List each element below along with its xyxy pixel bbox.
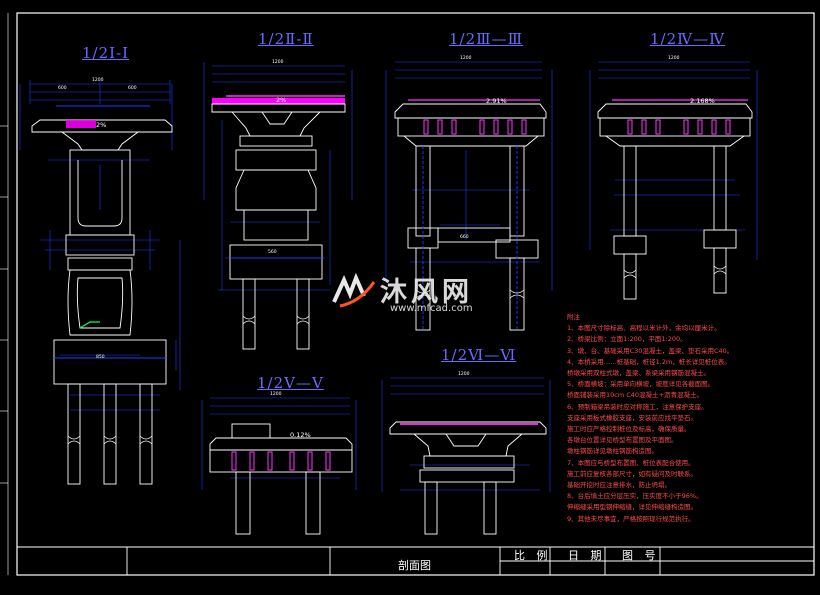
slope-label-s1: 2% (96, 121, 106, 129)
watermark-logo-icon (332, 272, 376, 307)
dimension-labels: 1200 600 600 1200 1200 1200 1200 1200 850 560 6… (58, 55, 680, 397)
section-5-drawing (201, 397, 357, 535)
section-2-drawing (203, 62, 353, 350)
slope-label-s3: 2.91% (486, 97, 507, 105)
svg-text:850: 850 (96, 354, 105, 360)
svg-text:660: 660 (460, 234, 469, 240)
section-title-1: 1/2Ⅰ-Ⅰ (82, 44, 130, 62)
margin-ticks (0, 13, 9, 575)
general-notes: 附注 1、本图尺寸除标高、高程以米计外，余均以厘米计。 2、桥梁比例：立面1:2… (567, 312, 813, 525)
drawing-name: 剖面图 (398, 559, 431, 572)
slope-label-s2: 2% (276, 96, 286, 104)
section-title-4: 1/2Ⅳ—Ⅳ (650, 30, 726, 48)
note-line: 6、预制箱梁吊装时应对称施工，注意保护支座。 (567, 402, 708, 411)
svg-text:1200: 1200 (92, 77, 104, 83)
watermark-text: 沐风网 (380, 277, 473, 308)
note-line: 2、桥梁比例：立面1:200，平面1:200。 (567, 335, 687, 344)
svg-text:1200: 1200 (460, 55, 472, 61)
note-line: 各墩台位置详见桥型布置图及平面图。 (567, 436, 678, 445)
watermark: 沐风网 www.mfcad.com (330, 270, 473, 314)
section-3-drawing (385, 61, 553, 331)
svg-text:600: 600 (58, 85, 67, 91)
svg-text:600: 600 (128, 85, 137, 91)
watermark-url: www.mfcad.com (390, 303, 473, 314)
section-title-3: 1/2Ⅲ—Ⅲ (449, 30, 524, 48)
section-title-5: 1/2Ⅴ—Ⅴ (257, 374, 324, 392)
note-line: 桥墩采用双柱式墩，盖梁、系梁采用钢筋混凝土。 (567, 369, 710, 378)
note-line: 3、墩、台、基础采用C30混凝土，盖梁、垫石采用C40。 (567, 346, 734, 355)
outer-frame (16, 12, 815, 576)
title-block (17, 546, 814, 575)
section-title-2: 1/2Ⅱ-Ⅱ (258, 30, 314, 48)
note-line: 施工时应严格控制桩位及标高，确保质量。 (567, 425, 691, 434)
slope-label-s5: 0.12% (290, 431, 311, 439)
note-line: 9、其他未尽事宜，严格按照现行规范执行。 (567, 514, 695, 523)
slope-label-s4: 2.168% (690, 97, 715, 105)
date-label: 日 期 (568, 549, 606, 562)
section-6-drawing (381, 377, 551, 535)
note-line: 基础开挖时应注意排水，防止坍塌。 (567, 481, 671, 490)
number-label: 图 号 (622, 549, 660, 562)
note-line: 8、台后填土应分层压实，压实度不小于96%。 (567, 492, 703, 501)
svg-text:1200: 1200 (668, 55, 680, 61)
svg-text:1200: 1200 (458, 371, 470, 377)
scale-label: 比 例 (514, 549, 552, 562)
note-line: 伸缩缝采用型钢伸缩缝，详见伸缩缝构造图。 (567, 503, 697, 512)
note-line: 7、本图应与桥型布置图、桩位表配合使用。 (567, 458, 695, 467)
section-1-drawing (19, 80, 181, 485)
note-line: 支座采用板式橡胶支座，安装前应找平垫石。 (567, 413, 697, 422)
note-line: 桥面铺装采用10cm C40混凝土+沥青混凝土。 (567, 391, 703, 400)
note-line: 墩柱钢筋详见墩柱钢筋构造图。 (567, 447, 658, 456)
note-line: 1、本图尺寸除标高、高程以米计外，余均以厘米计。 (567, 324, 721, 333)
section-title-6: 1/2Ⅵ—Ⅵ (441, 346, 517, 364)
svg-text:560: 560 (268, 249, 277, 255)
note-line: 4、本桥采用……桩基础，桩径1.2m，桩长详见桩位表。 (567, 357, 731, 366)
slope-labels: 2% 2% 2.91% 2.168% 0.12% (96, 96, 715, 439)
note-line: 施工前应复核各部尺寸，如有疑问及时联系。 (567, 469, 697, 478)
notes-title: 附注 (567, 313, 580, 321)
svg-text:1200: 1200 (272, 59, 284, 65)
note-line: 5、桥面横坡：采用单向横坡，坡度详见各截面图。 (567, 380, 715, 389)
svg-text:1200: 1200 (270, 391, 282, 397)
section-4-drawing (589, 61, 758, 300)
